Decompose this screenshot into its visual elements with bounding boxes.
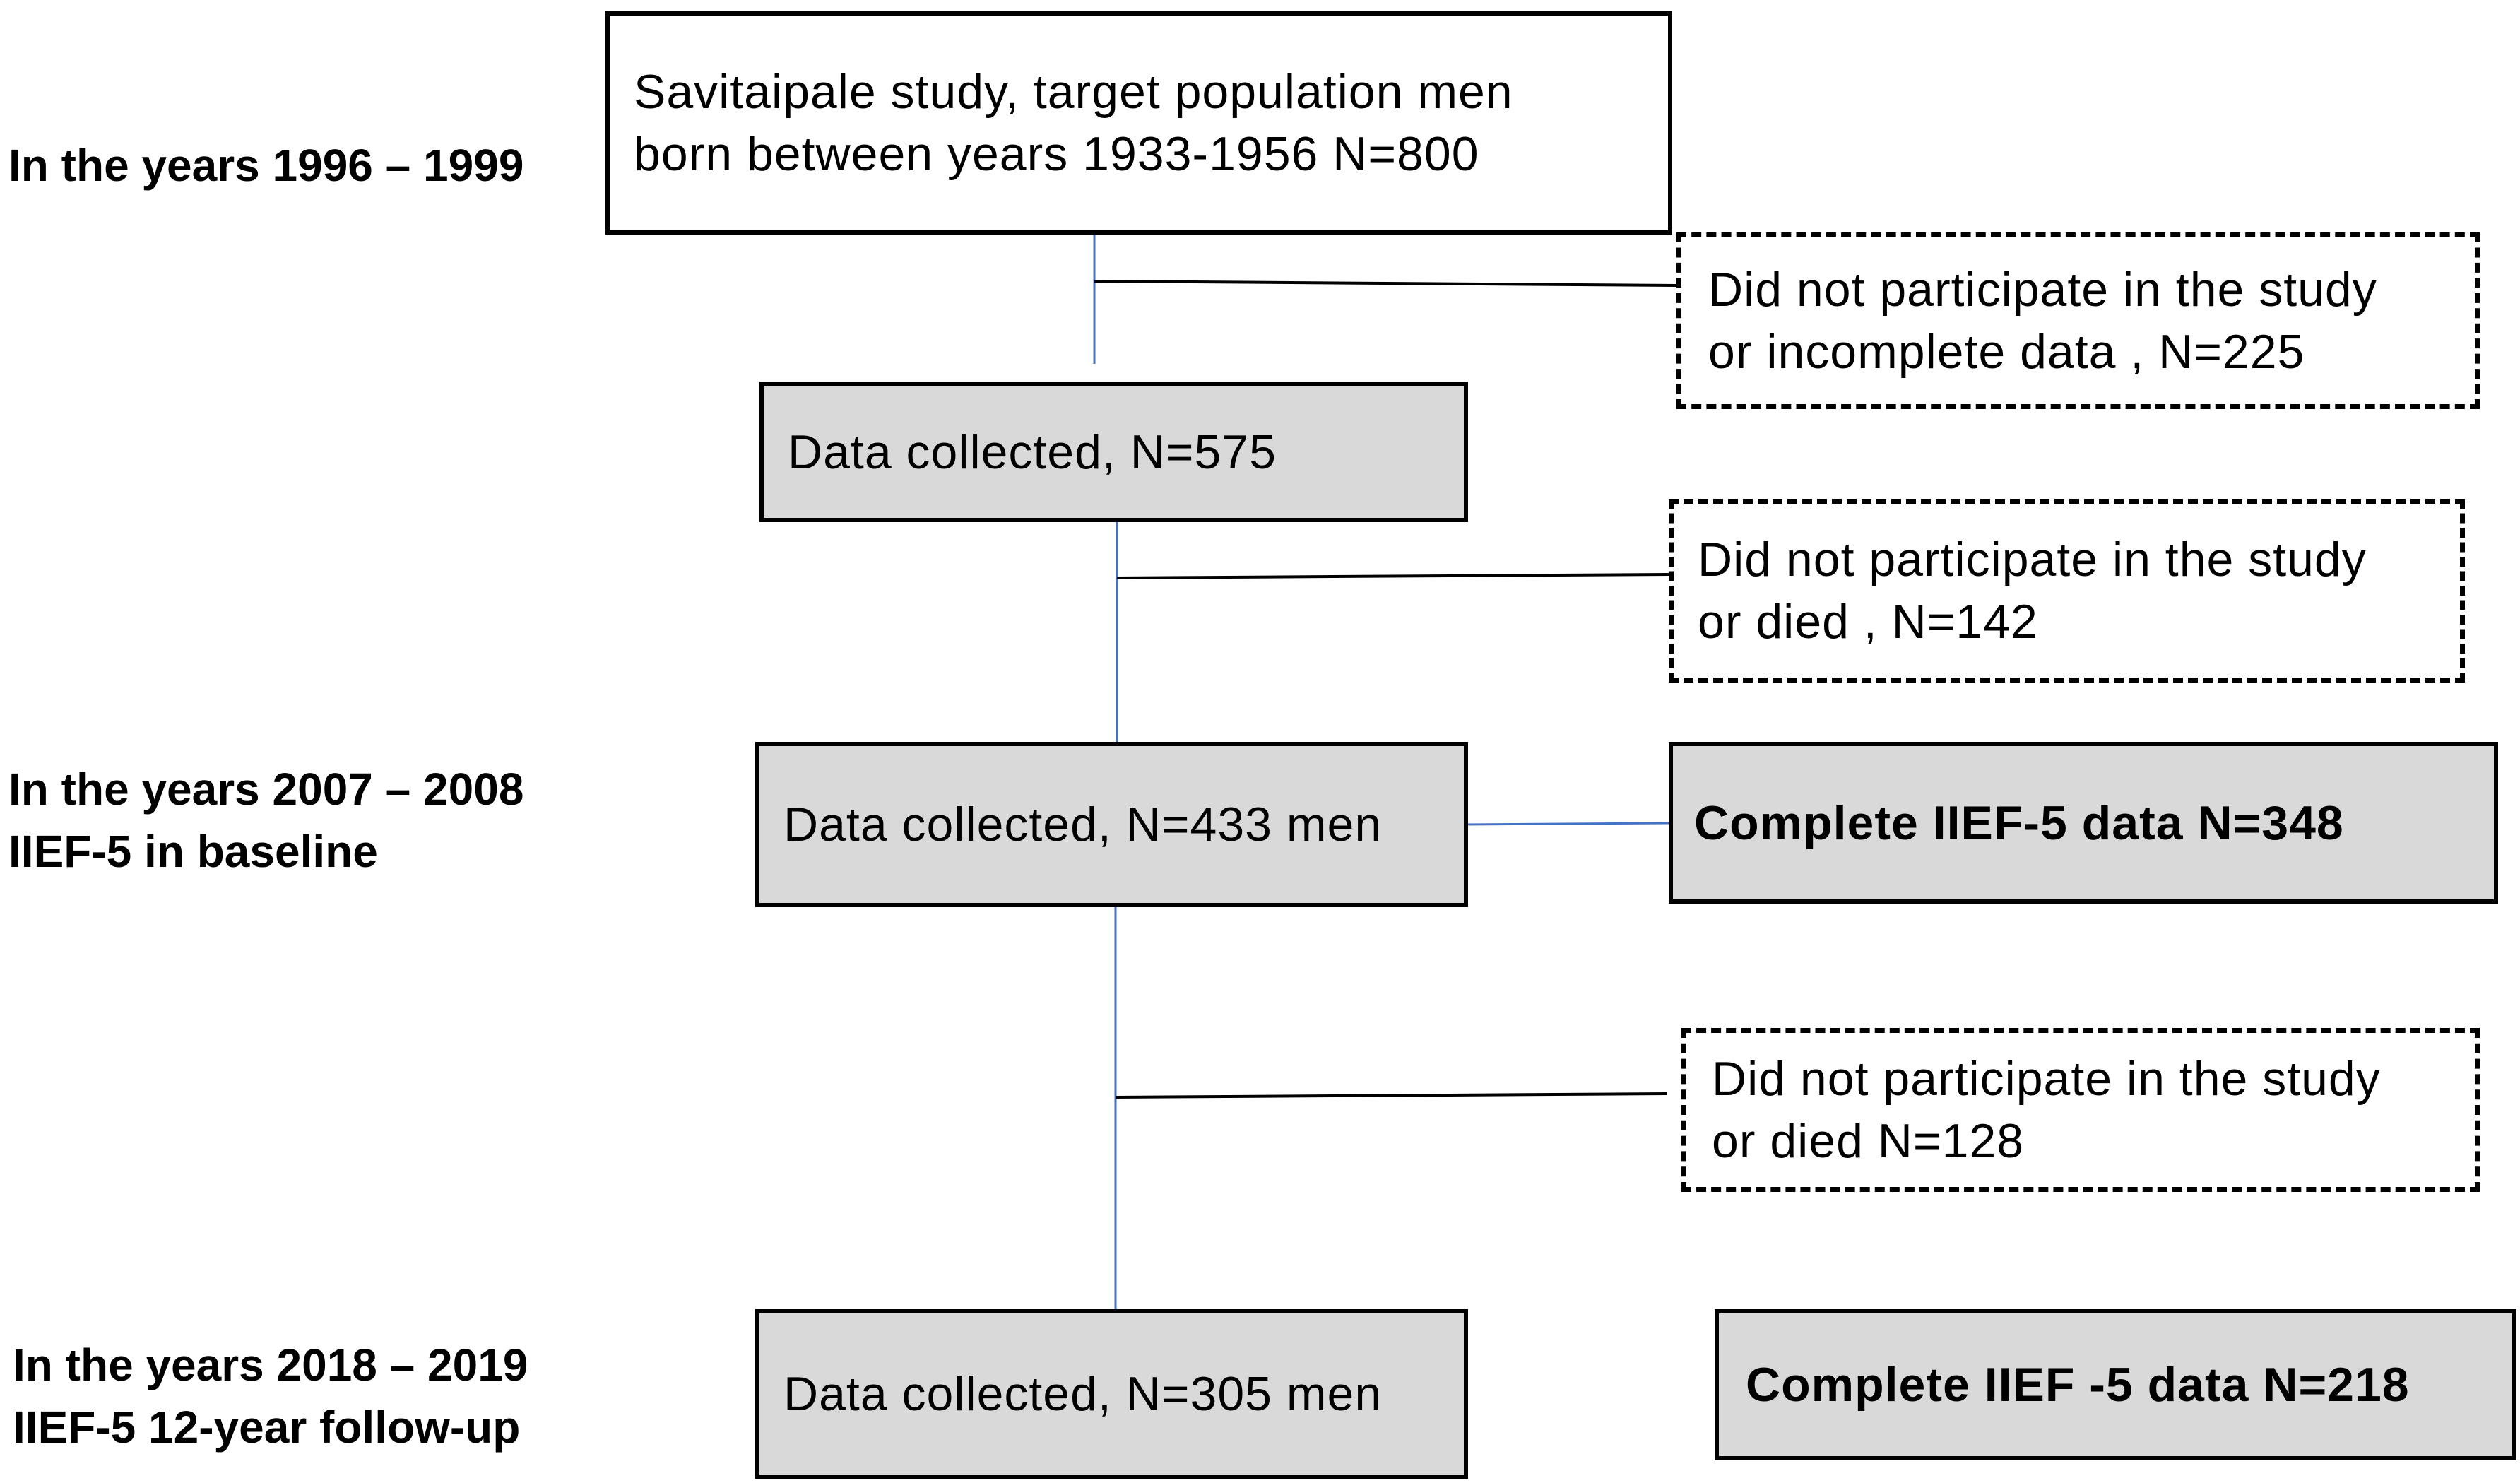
data-collected-box-2: Data collected, N=433 men (755, 742, 1468, 907)
target-population-line2: born between years 1933-1956 N=800 (634, 127, 1479, 181)
data-collected-box-2-text: Data collected, N=433 men (783, 798, 1383, 851)
period-label-2: In the years 2007 – 2008 IIEF-5 in basel… (8, 758, 523, 882)
data-collected-box-3: Data collected, N=305 men (755, 1309, 1468, 1479)
period-label-3-line2: IIEF-5 12-year follow-up (13, 1402, 521, 1453)
period-label-1: In the years 1996 – 1999 (8, 140, 524, 191)
period-label-3: In the years 2018 – 2019 IIEF-5 12-year … (13, 1334, 528, 1458)
target-population-box: Savitaipale study, target population men… (605, 11, 1672, 235)
excluded-box-1-line2: or incomplete data , N=225 (1708, 325, 2305, 379)
excluded-box-2: Did not participate in the study or died… (1669, 499, 2465, 683)
target-population-line1: Savitaipale study, target population men (634, 65, 1513, 119)
excluded-box-3-line2: or died N=128 (1712, 1114, 2025, 1168)
data-collected-box-1-text: Data collected, N=575 (788, 425, 1277, 479)
excluded-box-1-line1: Did not participate in the study (1708, 263, 2377, 317)
data-collected-box-1: Data collected, N=575 (759, 382, 1468, 522)
connector-branch-complete (1465, 822, 1672, 826)
connector-branch-1 (1094, 280, 1677, 287)
excluded-box-2-line2: or died , N=142 (1698, 595, 2038, 649)
excluded-box-3: Did not participate in the study or died… (1681, 1028, 2480, 1192)
data-collected-box-3-text: Data collected, N=305 men (783, 1367, 1383, 1421)
period-label-3-line1: In the years 2018 – 2019 (13, 1340, 528, 1390)
period-label-2-line2: IIEF-5 in baseline (8, 826, 378, 877)
connector-branch-3 (1115, 1092, 1668, 1099)
complete-followup-text: Complete IIEF -5 data N=218 (1746, 1358, 2410, 1412)
complete-followup-box: Complete IIEF -5 data N=218 (1715, 1309, 2516, 1460)
connector-branch-2 (1116, 573, 1669, 579)
period-label-2-line1: In the years 2007 – 2008 (8, 764, 524, 815)
complete-baseline-box: Complete IIEF-5 data N=348 (1669, 742, 2498, 904)
excluded-box-3-line1: Did not participate in the study (1712, 1052, 2381, 1106)
complete-baseline-text: Complete IIEF-5 data N=348 (1694, 796, 2344, 850)
excluded-box-2-line1: Did not participate in the study (1698, 533, 2367, 586)
excluded-box-1: Did not participate in the study or inco… (1676, 232, 2480, 409)
